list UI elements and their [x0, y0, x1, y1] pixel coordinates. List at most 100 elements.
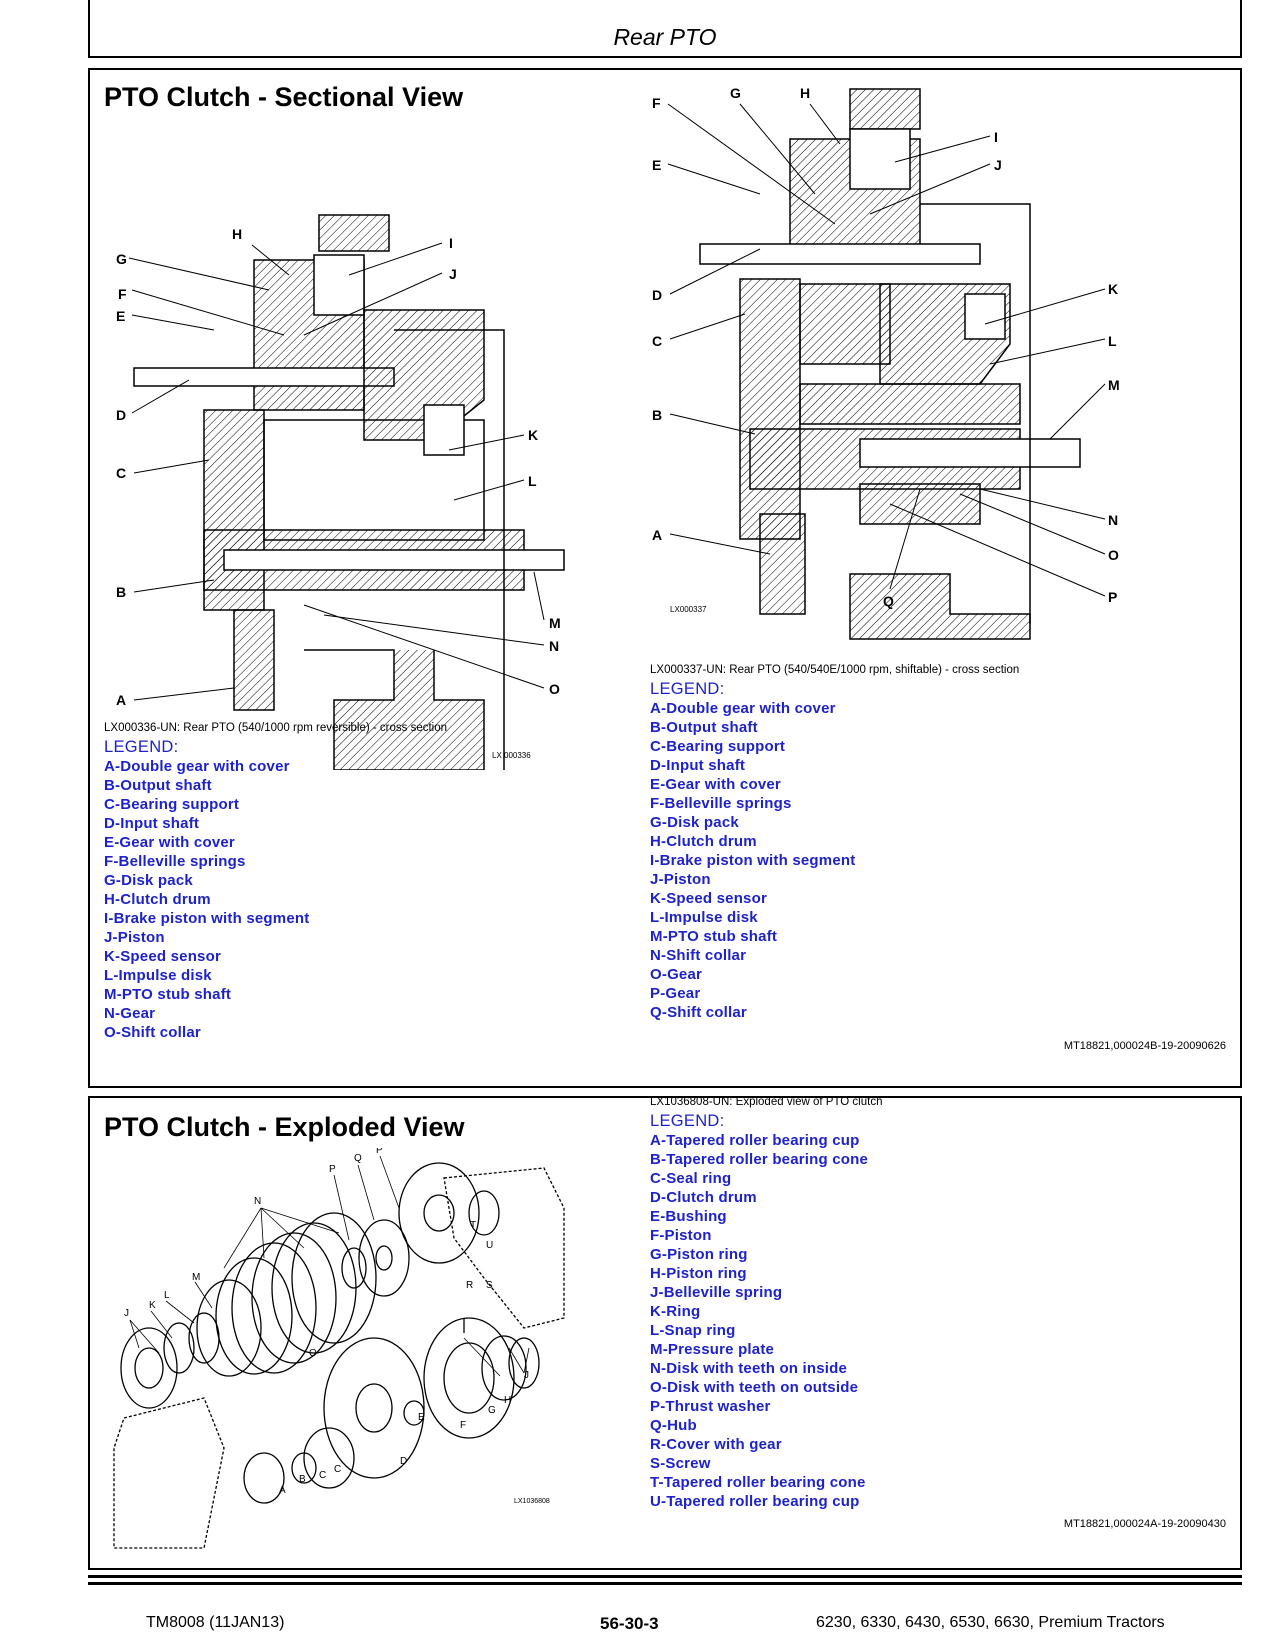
svg-text:G: G: [488, 1405, 496, 1416]
svg-text:G: G: [730, 85, 741, 101]
legend-item: O-Shift collar: [104, 1024, 201, 1041]
exploded-figure-lx1036808: LX1036808 N M L K J P Q P: [113, 1148, 565, 1549]
legend-item: J-Piston: [104, 929, 165, 946]
legend-item: G-Disk pack: [104, 872, 193, 889]
legend-item: M-Pressure plate: [650, 1341, 775, 1358]
legend-item: S-Screw: [650, 1455, 711, 1472]
legend-item: P-Thrust washer: [650, 1398, 771, 1415]
legend-heading: LEGEND:: [650, 1112, 725, 1130]
svg-text:B: B: [299, 1474, 306, 1485]
svg-text:K: K: [528, 427, 538, 443]
footer-manual-code: TM8008 (11JAN13): [146, 1614, 285, 1631]
legend-item: F-Belleville springs: [104, 853, 246, 870]
legend-item: Q-Hub: [650, 1417, 697, 1434]
svg-text:H: H: [232, 226, 242, 242]
legend-item: B-Output shaft: [650, 719, 758, 736]
svg-text:I: I: [994, 129, 998, 145]
svg-text:E: E: [418, 1412, 425, 1423]
figure-caption-1: LX000336-UN: Rear PTO (540/1000 rpm reve…: [104, 722, 448, 734]
svg-text:O: O: [1108, 547, 1119, 563]
svg-text:L: L: [1108, 333, 1117, 349]
legend-item: H-Piston ring: [650, 1265, 747, 1282]
legend-item: E-Bushing: [650, 1208, 727, 1225]
legend-item: M-PTO stub shaft: [650, 928, 778, 945]
legend-item: K-Speed sensor: [650, 890, 767, 907]
reference-code: MT18821,000024A-19-20090430: [1063, 1518, 1226, 1530]
sectional-view-section: PTO Clutch - Sectional View LX 000336: [88, 68, 1242, 1088]
svg-text:L: L: [164, 1290, 170, 1301]
svg-text:H: H: [504, 1395, 511, 1406]
legend-item: R-Cover with gear: [650, 1436, 782, 1453]
legend-item: K-Speed sensor: [104, 948, 221, 965]
legend-heading: LEGEND:: [104, 738, 179, 756]
legend-item: A-Tapered roller bearing cup: [650, 1132, 860, 1149]
svg-text:Q: Q: [354, 1153, 362, 1164]
legend-item: L-Impulse disk: [650, 909, 758, 926]
svg-text:C: C: [334, 1464, 341, 1475]
legend-item: P-Gear: [650, 985, 701, 1002]
svg-text:Q: Q: [883, 593, 894, 609]
svg-text:F: F: [652, 95, 661, 111]
svg-text:P: P: [376, 1148, 383, 1156]
svg-text:J: J: [524, 1370, 529, 1381]
legend-item: O-Disk with teeth on outside: [650, 1379, 859, 1396]
sectional-figure-lx000337: LX000337 F G H E D C: [652, 85, 1120, 640]
legend-item: J-Belleville spring: [650, 1284, 783, 1301]
svg-text:D: D: [652, 287, 662, 303]
svg-text:I: I: [449, 235, 453, 251]
svg-text:E: E: [652, 157, 661, 173]
legend-heading: LEGEND:: [650, 680, 725, 698]
section-title: PTO Clutch - Exploded View: [104, 1112, 465, 1142]
figure-id-mark: LX000337: [670, 605, 707, 614]
legend-item: G-Disk pack: [650, 814, 739, 831]
legend-item: O-Gear: [650, 966, 703, 983]
svg-text:B: B: [116, 584, 126, 600]
legend-item: H-Clutch drum: [104, 891, 211, 908]
svg-text:G: G: [116, 251, 127, 267]
legend-item: K-Ring: [650, 1303, 701, 1320]
legend-item: I-Brake piston with segment: [104, 910, 310, 927]
footer-rule-bottom: [88, 1582, 1242, 1585]
legend-item: G-Piston ring: [650, 1246, 748, 1263]
svg-text:M: M: [192, 1272, 200, 1283]
svg-text:K: K: [1108, 281, 1118, 297]
legend-item: L-Snap ring: [650, 1322, 736, 1339]
legend-item: T-Tapered roller bearing cone: [650, 1474, 866, 1491]
svg-text:S: S: [486, 1280, 493, 1291]
svg-text:O: O: [309, 1348, 317, 1359]
svg-text:E: E: [116, 308, 125, 324]
svg-text:N: N: [1108, 512, 1118, 528]
svg-text:B: B: [652, 407, 662, 423]
svg-text:P: P: [1108, 589, 1117, 605]
legend-item: D-Input shaft: [650, 757, 746, 774]
legend-item: F-Belleville springs: [650, 795, 792, 812]
svg-text:D: D: [116, 407, 126, 423]
svg-text:J: J: [994, 157, 1002, 173]
svg-text:C: C: [652, 333, 662, 349]
legend-item: J-Piston: [650, 871, 711, 888]
svg-text:D: D: [400, 1456, 407, 1467]
header-box: Rear PTO: [88, 0, 1242, 58]
page-header-title: Rear PTO: [613, 24, 717, 50]
figure-caption-3: LX1036808-UN: Exploded view of PTO clutc…: [650, 1096, 883, 1108]
legend-item: Q-Shift collar: [650, 1004, 747, 1021]
figure-id-mark: LX1036808: [514, 1498, 550, 1505]
svg-text:O: O: [549, 681, 560, 697]
footer-rule-top: [88, 1575, 1242, 1578]
svg-text:C: C: [116, 465, 126, 481]
svg-text:F: F: [460, 1420, 466, 1431]
svg-text:K: K: [149, 1300, 156, 1311]
legend-item: C-Bearing support: [104, 796, 240, 813]
legend-item: M-PTO stub shaft: [104, 986, 232, 1003]
svg-text:N: N: [549, 638, 559, 654]
reference-code: MT18821,000024B-19-20090626: [1063, 1040, 1226, 1052]
svg-text:L: L: [528, 473, 537, 489]
legend-item: N-Gear: [104, 1005, 156, 1022]
legend-item: A-Double gear with cover: [650, 700, 836, 717]
figure-id-mark: LX 000336: [492, 751, 531, 760]
svg-text:A: A: [279, 1485, 286, 1496]
